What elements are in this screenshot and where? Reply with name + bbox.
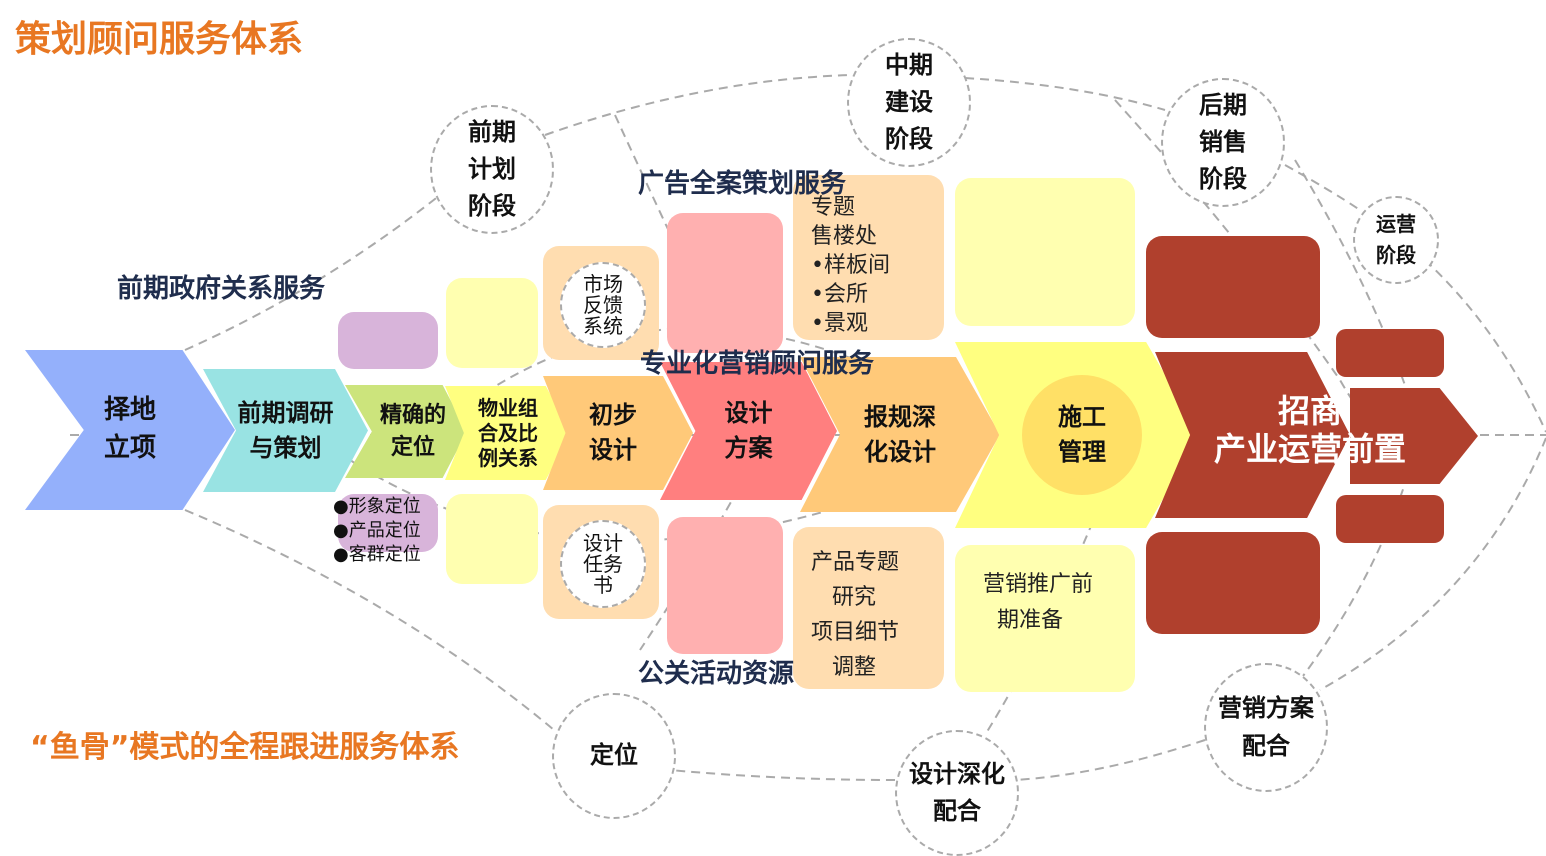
- list-item: ●形象定位: [333, 496, 421, 517]
- stage-label: 报规深 化设计: [864, 402, 936, 466]
- stage-label: 设计 方案: [724, 399, 773, 462]
- phase-positioning: 定位: [552, 693, 676, 819]
- phase-design-deepening: 设计深化 配合: [895, 730, 1019, 856]
- product-box: [793, 527, 944, 689]
- phase-ops: 运营 阶段: [1353, 196, 1439, 284]
- merchant-box-bottom: [1146, 532, 1320, 634]
- list-item: ●产品定位: [333, 520, 421, 541]
- positioning-box-top: [338, 312, 438, 369]
- mix-box-bottom: [446, 494, 538, 584]
- phase-mid: 中期 建设 阶段: [847, 38, 971, 167]
- merchant-label-wrap: 招商 产业运营前置: [1190, 385, 1430, 475]
- stage-label: 施工 管理: [1058, 403, 1106, 466]
- construction-circle: 施工 管理: [1022, 375, 1142, 495]
- stage-label: 前期调研 与策划: [237, 398, 334, 462]
- scheme-box-bottom: [667, 517, 783, 654]
- product-notes: 产品专题 研究 项目细节 调整: [811, 550, 900, 680]
- positioning-box-bottom: [338, 494, 438, 552]
- stage-label: 物业组 合及比 例关系: [478, 395, 538, 470]
- subtitle: “鱼骨”模式的全程跟进服务体系: [30, 730, 460, 765]
- marketing-service: 专业化营销顾问服务: [640, 349, 875, 379]
- phase-late: 后期 销售 阶段: [1161, 78, 1285, 207]
- marketing-prep-box: [955, 545, 1135, 692]
- list-item: ●客群定位: [333, 544, 421, 565]
- marketing-prep: 营销推广前 期准备: [983, 572, 1094, 633]
- stage-label: 择地 立项: [103, 395, 156, 463]
- mix-box-top: [446, 278, 538, 368]
- feedback-circle: 市场 反馈 系统: [560, 262, 646, 348]
- pr-resources: 公关活动资源: [638, 659, 795, 689]
- ops-box-bottom: [1336, 495, 1444, 543]
- phase-marketing-plan: 营销方案 配合: [1204, 663, 1328, 792]
- page-title: 策划顾问服务体系: [15, 19, 304, 60]
- scheme-box-top: [667, 213, 783, 353]
- positioning-list: ●形象定位 ●产品定位 ●客群定位: [333, 495, 421, 567]
- stage-label: 初步 设计: [589, 401, 637, 464]
- stage-label: 精确的 定位: [379, 402, 446, 460]
- ad-items-box: [793, 175, 944, 340]
- phase-early: 前期 计划 阶段: [430, 105, 554, 234]
- stage-preliminary-design[interactable]: 初步 设计: [543, 376, 693, 490]
- ad-items: 专题 售楼处 •样板间 •会所 •景观: [811, 195, 890, 336]
- ops-box-top: [1336, 329, 1444, 377]
- construction-box-top: [955, 178, 1135, 326]
- brief-circle: 设计 任务 书: [560, 520, 646, 608]
- stage-label: 招商 产业运营前置: [1213, 391, 1406, 468]
- stage-property-mix[interactable]: 物业组 合及比 例关系: [445, 386, 571, 480]
- gov-relations-service: 前期政府关系服务: [117, 274, 326, 304]
- ad-service: 广告全案策划服务: [638, 169, 847, 199]
- merchant-box-top: [1146, 236, 1320, 338]
